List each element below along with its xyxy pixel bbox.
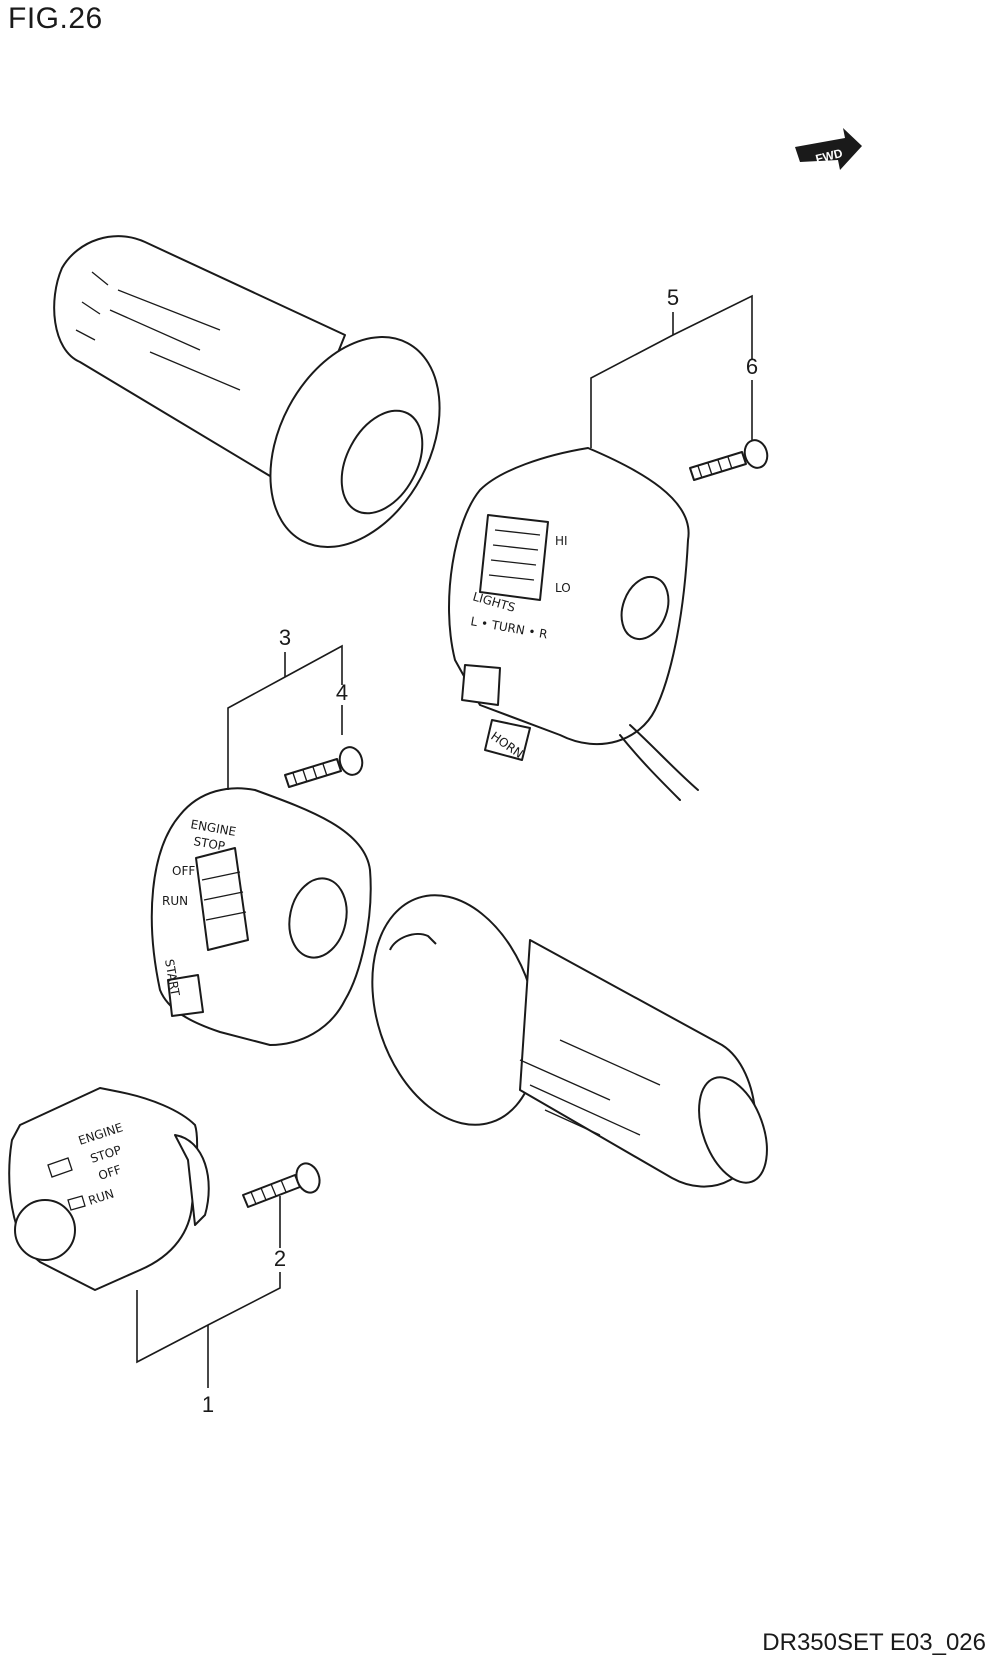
screw-6 [689,439,769,481]
grip-lower [371,894,768,1188]
label-start-upper: START [162,958,182,998]
left-handlebar-switch: HI LO LIGHTS L • TURN • R HORN [448,447,699,801]
screw-4 [284,746,364,788]
label-lo: LO [555,581,571,595]
callout-6: 6 [746,354,758,379]
callout-3: 3 [279,625,291,650]
leader-lines [136,294,753,1388]
figure-title: FIG.26 [8,2,103,35]
fwd-arrow-icon: FWD [795,128,862,170]
engine-stop-switch-lower: ENGINE STOP OFF RUN [8,1087,210,1291]
label-stop-upper: STOP [192,834,226,853]
figure-code: DR350SET E03_026 [762,1629,986,1656]
screw-2 [242,1162,321,1208]
label-hi: HI [555,534,568,548]
grip-upper [53,235,441,548]
callout-5: 5 [667,285,679,310]
label-off-lower: OFF [97,1162,124,1183]
callout-4: 4 [336,680,348,705]
label-run-upper: RUN [162,894,188,908]
label-off-upper: OFF [172,864,195,878]
engine-stop-switch-upper: ENGINE STOP OFF RUN START [150,787,372,1046]
callout-1: 1 [202,1392,214,1417]
fwd-label: FWD [814,146,844,166]
callout-2: 2 [274,1246,286,1271]
